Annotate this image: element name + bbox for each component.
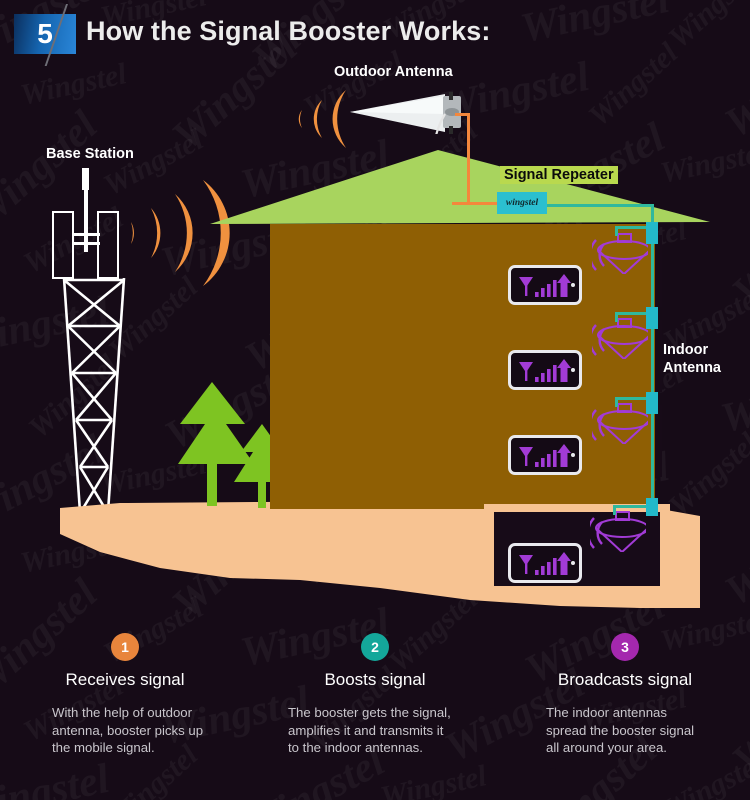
step-2: 2 Boosts signal The booster gets the sig…	[250, 625, 500, 757]
cable-antenna-vertical	[467, 113, 470, 205]
step-2-title: Boosts signal	[324, 670, 426, 689]
step-number-badge: 5	[14, 14, 76, 54]
step-2-number: 2	[361, 633, 389, 661]
tower-arm-lower	[72, 242, 100, 245]
cable-connector-3	[646, 392, 658, 414]
cable-connector-4	[646, 498, 658, 516]
signal-strength-icon	[519, 359, 571, 382]
step-1-description: With the help of outdoor antenna, booste…	[52, 705, 204, 755]
cable-branch-floor-2-drop	[615, 312, 618, 322]
step-1-title: Receives signal	[65, 670, 185, 689]
base-station-signal-arcs	[131, 180, 230, 286]
cable-connector-2	[646, 307, 658, 329]
phone-floor-3	[508, 435, 582, 475]
indoor-antenna-floor-2	[592, 318, 648, 359]
cable-branch-floor-1-drop	[615, 226, 618, 236]
tower-pole	[83, 190, 88, 252]
building-wall	[270, 224, 655, 509]
diagram-scene: Base Station	[46, 64, 721, 608]
signal-repeater-device: wingstel	[497, 192, 547, 214]
tower-panel-right	[97, 211, 119, 279]
phone-floor-1	[508, 265, 582, 305]
tower-panel-left	[52, 211, 74, 279]
phone-home-dot	[571, 283, 575, 287]
outdoor-antenna-label: Outdoor Antenna	[334, 64, 453, 80]
phone-floor-2	[508, 350, 582, 390]
step-number-badge-text: 5	[37, 18, 53, 49]
repeater-brand-text: wingstel	[505, 198, 539, 208]
base-station-tower	[50, 168, 150, 513]
cable-branch-floor-3	[615, 397, 654, 400]
steps-section: 1 Receives signal With the help of outdo…	[0, 625, 750, 800]
indoor-antenna-basement	[590, 511, 646, 552]
indoor-antenna-floor-1	[592, 233, 648, 274]
cable-branch-floor-3-drop	[615, 397, 618, 407]
page-title: How the Signal Booster Works:	[86, 16, 491, 46]
phone-basement	[508, 543, 582, 583]
cable-branch-basement	[613, 505, 654, 508]
cable-branch-basement-drop	[613, 505, 616, 515]
step-3-title: Broadcasts signal	[557, 670, 693, 689]
cable-repeater-left	[452, 202, 498, 205]
signal-strength-icon	[519, 552, 571, 575]
indoor-antenna-floor-3	[592, 403, 648, 444]
phone-home-dot	[571, 368, 575, 372]
cable-trunk-vertical	[651, 206, 654, 516]
tower-mast	[82, 168, 89, 190]
step-3: 3 Broadcasts signal The indoor antennas …	[500, 625, 750, 757]
step-1: 1 Receives signal With the help of outdo…	[0, 625, 250, 757]
signal-strength-icon	[519, 274, 571, 297]
cable-branch-floor-2	[615, 312, 654, 315]
cable-antenna-horizontal	[455, 113, 470, 116]
tower-arm-upper	[72, 233, 100, 236]
phone-home-dot	[571, 561, 575, 565]
tree-group	[178, 382, 285, 508]
signal-strength-icon	[519, 444, 571, 467]
cable-connector-1	[646, 222, 658, 244]
phone-home-dot	[571, 453, 575, 457]
outdoor-antenna	[350, 92, 461, 134]
step-2-description: The booster gets the signal, amplifies i…	[288, 705, 451, 755]
step-1-number: 1	[111, 633, 139, 661]
cable-repeater-run	[547, 204, 654, 207]
signal-repeater-label: Signal Repeater	[500, 166, 618, 184]
step-3-number: 3	[611, 633, 639, 661]
outdoor-antenna-signal-arcs	[298, 90, 346, 148]
base-station-label: Base Station	[46, 146, 134, 162]
cable-branch-floor-1	[615, 226, 654, 229]
house-roof	[210, 150, 710, 224]
indoor-antenna-label: Indoor Antenna	[663, 342, 721, 376]
tower-lattice	[62, 278, 126, 513]
header: 5 How the Signal Booster Works:	[0, 0, 750, 66]
step-3-description: The indoor antennas spread the booster s…	[546, 705, 695, 755]
